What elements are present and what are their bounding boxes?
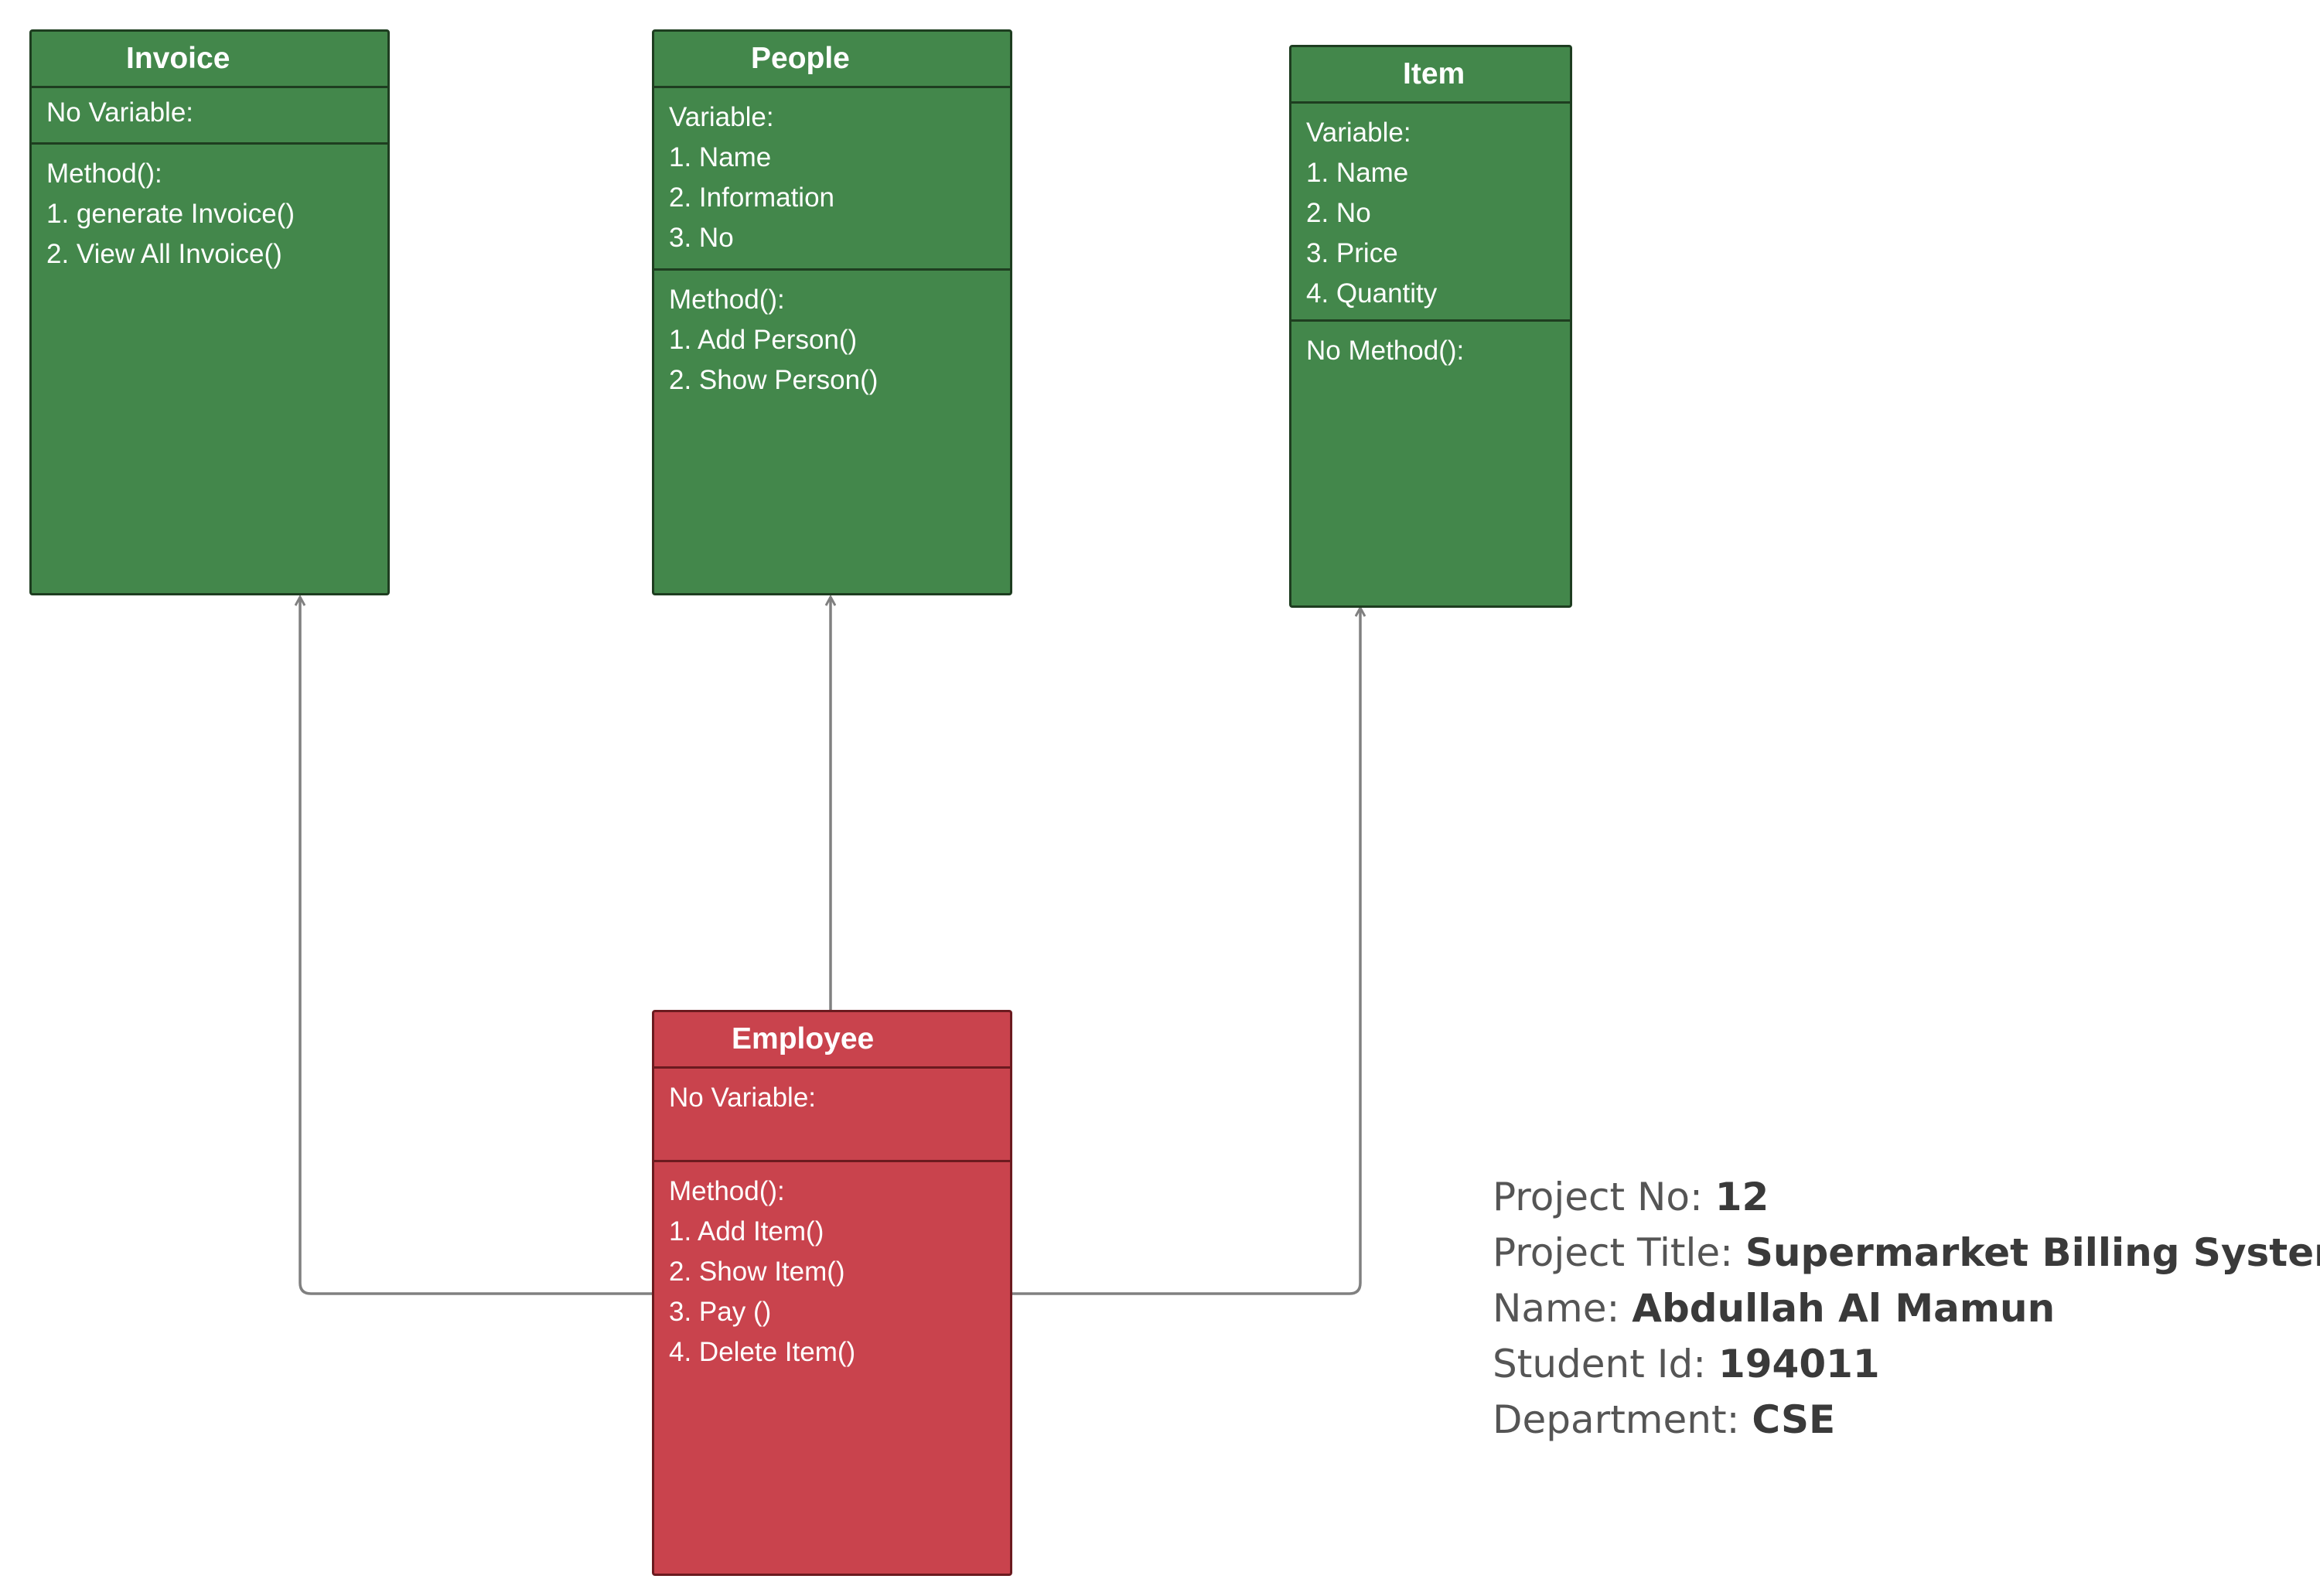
project-title-value: Supermarket Billing System <box>1745 1230 2320 1275</box>
project-no-label: Project No: <box>1493 1175 1703 1219</box>
class-member-line: 2. View All Invoice() <box>46 239 282 269</box>
name-label: Name: <box>1493 1286 1620 1331</box>
class-title-employee: Employee <box>654 1012 1010 1069</box>
department-value: CSE <box>1752 1397 1836 1442</box>
class-member-line: 2. Information <box>669 182 834 213</box>
project-no-value: 12 <box>1714 1175 1769 1219</box>
project-title-line: Project Title: Supermarket Billing Syste… <box>1493 1225 2320 1281</box>
class-member-line: No Variable: <box>46 97 194 128</box>
project-title-label: Project Title: <box>1493 1230 1733 1275</box>
connector-employee-to-item <box>1010 608 1360 1295</box>
class-member-line: Method(): <box>669 285 785 315</box>
department-line: Department: CSE <box>1493 1392 2320 1448</box>
student-id-label: Student Id: <box>1493 1342 1707 1386</box>
class-variables-invoice: No Variable: <box>32 88 387 145</box>
class-variables-employee: No Variable: <box>654 1069 1010 1162</box>
class-box-item[interactable]: Item Variable: 1. Name 2. No 3. Price 4. Qua… <box>1289 45 1572 608</box>
class-member-line: 3. Price <box>1306 238 1398 268</box>
class-member-line: 3. No <box>669 223 734 253</box>
class-member-line: 2. No <box>1306 198 1371 228</box>
class-member-line: 1. Add Item() <box>669 1216 824 1246</box>
class-member-line: 4. Delete Item() <box>669 1337 856 1367</box>
class-member-line: 1. Name <box>669 142 772 172</box>
class-box-employee[interactable]: Employee No Variable: Method(): 1. Add It… <box>652 1010 1012 1576</box>
class-member-line: 3. Pay () <box>669 1297 772 1327</box>
class-title-item: Item <box>1291 47 1570 104</box>
class-member-line: 1. Name <box>1306 158 1409 188</box>
class-member-line: 2. Show Item() <box>669 1257 845 1287</box>
connector-employee-to-invoice <box>300 597 654 1295</box>
department-label: Department: <box>1493 1397 1740 1442</box>
class-box-people[interactable]: People Variable: 1. Name 2. Information 3. … <box>652 29 1012 595</box>
class-member-line: Variable: <box>669 102 774 132</box>
class-member-line: Method(): <box>669 1176 785 1206</box>
class-title-people: People <box>654 32 1010 88</box>
class-member-line: No Method(): <box>1306 336 1465 366</box>
class-member-line: 1. generate Invoice() <box>46 199 295 229</box>
class-methods-invoice: Method(): 1. generate Invoice() 2. View Al… <box>32 145 387 275</box>
class-member-line: No Variable: <box>669 1083 817 1113</box>
name-line: Name: Abdullah Al Mamun <box>1493 1281 2320 1336</box>
class-member-line: Variable: <box>1306 118 1411 148</box>
class-member-line: 4. Quantity <box>1306 278 1438 309</box>
project-no-line: Project No: 12 <box>1493 1169 2320 1225</box>
class-variables-people: Variable: 1. Name 2. Information 3. No <box>654 88 1010 271</box>
class-methods-people: Method(): 1. Add Person() 2. Show Person() <box>654 271 1010 401</box>
project-info: Project No: 12 Project Title: Supermarke… <box>1493 1169 2320 1448</box>
class-member-line: 1. Add Person() <box>669 325 858 355</box>
class-title-invoice: Invoice <box>32 32 387 88</box>
class-member-line: Method(): <box>46 159 162 189</box>
name-value: Abdullah Al Mamun <box>1632 1286 2056 1331</box>
class-box-invoice[interactable]: Invoice No Variable: Method(): 1. generat… <box>29 29 390 595</box>
class-methods-employee: Method(): 1. Add Item() 2. Show Item() 3. P… <box>654 1162 1010 1373</box>
class-member-line: 2. Show Person() <box>669 365 879 395</box>
student-id-line: Student Id: 194011 <box>1493 1336 2320 1392</box>
class-variables-item: Variable: 1. Name 2. No 3. Price 4. Quantity <box>1291 104 1570 322</box>
class-methods-item: No Method(): <box>1291 322 1570 371</box>
student-id-value: 194011 <box>1718 1342 1880 1386</box>
